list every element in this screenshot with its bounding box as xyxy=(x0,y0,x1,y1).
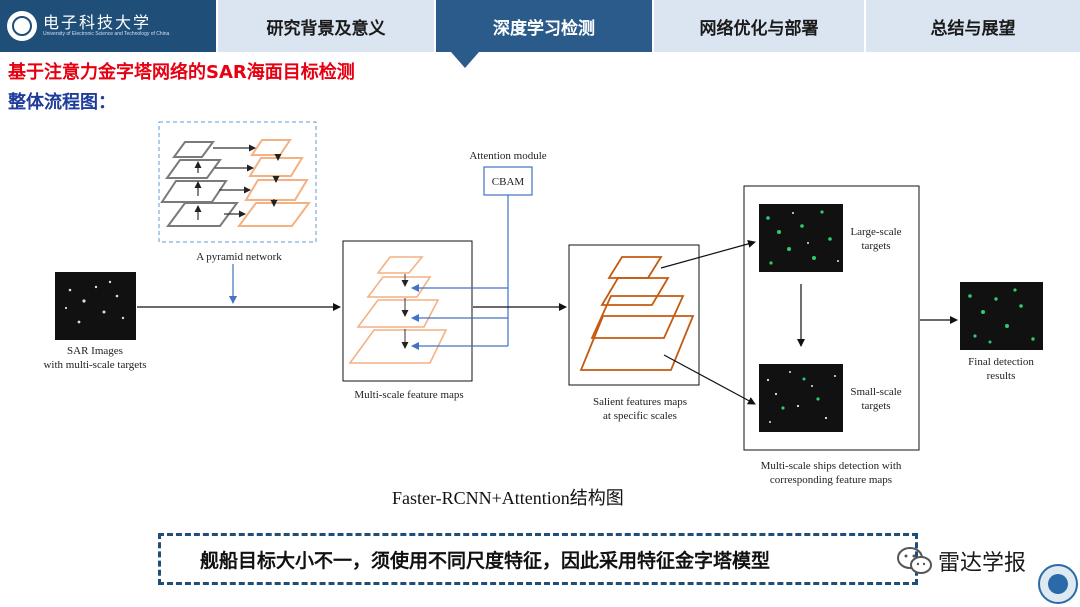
active-tab-pointer xyxy=(451,52,479,68)
tab-summary-outlook[interactable]: 总结与展望 xyxy=(930,18,1016,39)
large-scale-label-line2: targets xyxy=(861,240,890,252)
watermark-text: 雷达学报 xyxy=(938,551,1027,576)
large-scale-points xyxy=(792,212,839,262)
sar-label-line2: with multi-scale targets xyxy=(43,359,146,371)
figure-caption: Faster-RCNN+Attention结构图 xyxy=(392,488,624,508)
tab-divider xyxy=(216,0,218,52)
wechat-icon xyxy=(897,547,932,574)
university-name: 电子科技大学 xyxy=(43,13,152,32)
tab-divider xyxy=(434,0,436,52)
final-label-line1: Final detection xyxy=(968,356,1034,368)
slide-title: 基于注意力金字塔网络的SAR海面目标检测 xyxy=(8,62,355,83)
small-scale-points xyxy=(766,371,836,423)
slide-subtitle: 整体流程图： xyxy=(8,92,116,113)
tab-divider xyxy=(864,0,866,52)
salient-label-line1: Salient features maps xyxy=(593,396,687,408)
feature-maps-label: Multi-scale feature maps xyxy=(354,389,463,401)
salient-map-layers xyxy=(579,256,695,371)
salient-to-small-arrow xyxy=(663,354,756,405)
tab-deep-learning-detection[interactable]: 深度学习检测 xyxy=(436,0,652,52)
attention-module-label: Attention module xyxy=(469,150,546,162)
journal-badge-icon xyxy=(1038,564,1078,604)
final-detections xyxy=(968,288,1035,344)
pyramid-lateral-arrows xyxy=(194,144,282,220)
sar-target-points xyxy=(64,280,125,324)
sar-label-line1: SAR Images xyxy=(67,345,123,357)
attention-connections xyxy=(411,195,509,350)
large-scale-detections xyxy=(766,210,832,265)
tab-network-optimization[interactable]: 网络优化与部署 xyxy=(699,18,819,39)
final-label-line2: results xyxy=(987,370,1016,382)
detection-label-line2: corresponding feature maps xyxy=(770,474,892,486)
conclusion-note-text: 舰船目标大小不一，须使用不同尺度特征，因此采用特征金字塔模型 xyxy=(200,550,771,572)
small-scale-label-line2: targets xyxy=(861,400,890,412)
tab-divider xyxy=(652,0,654,52)
salient-feature-box xyxy=(568,244,700,386)
cbam-label: CBAM xyxy=(492,176,525,188)
salient-to-large-arrow xyxy=(660,240,756,269)
university-english-name: University of Electronic Science and Tec… xyxy=(43,31,170,37)
multi-scale-feature-box xyxy=(342,240,473,382)
final-results-image xyxy=(960,282,1043,350)
pyramid-network-label: A pyramid network xyxy=(196,251,282,263)
small-scale-detections xyxy=(781,377,820,410)
small-scale-image xyxy=(759,364,843,432)
large-scale-label-line1: Large-scale xyxy=(850,226,901,238)
sar-image-thumbnail xyxy=(55,272,136,340)
multi-scale-detection-box xyxy=(743,185,920,451)
pyramid-gray-layers xyxy=(160,141,239,227)
top-nav-bar: 电子科技大学 University of Electronic Science … xyxy=(0,0,1080,52)
pyramid-network-box xyxy=(158,121,317,243)
small-scale-label-line1: Small-scale xyxy=(850,386,901,398)
detection-label-line1: Multi-scale ships detection with xyxy=(761,460,902,472)
university-logo: 电子科技大学 University of Electronic Science … xyxy=(0,0,216,52)
tab-research-background[interactable]: 研究背景及意义 xyxy=(266,18,386,39)
salient-label-line2: at specific scales xyxy=(603,410,677,422)
university-emblem-icon xyxy=(7,11,37,41)
pyramid-orange-layers xyxy=(237,139,311,227)
feature-map-layers xyxy=(348,256,448,364)
